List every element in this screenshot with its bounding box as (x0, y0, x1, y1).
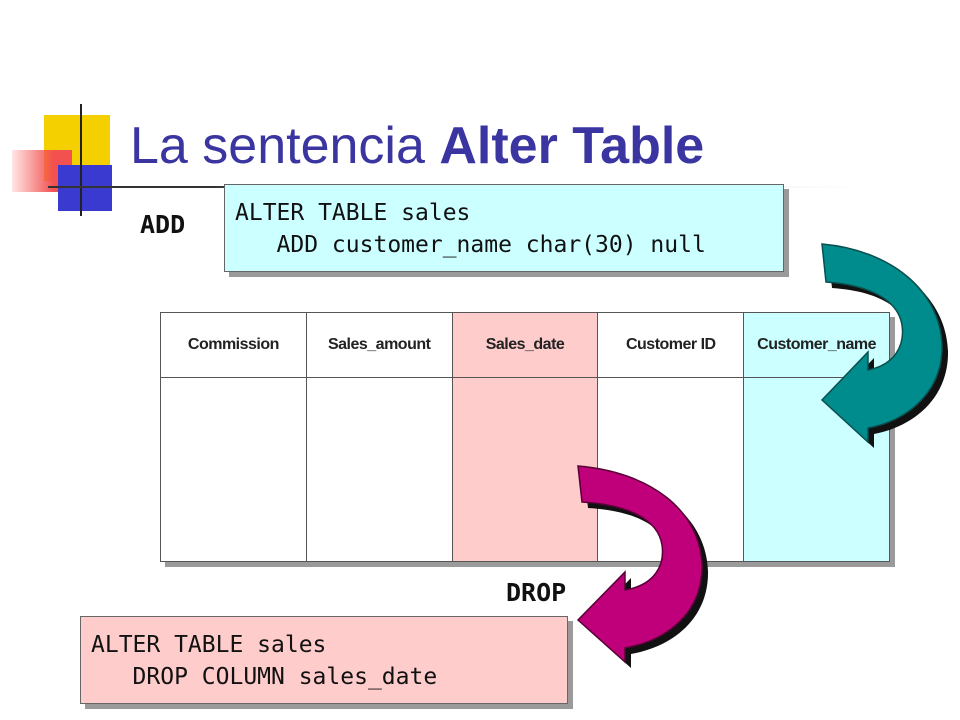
slide-title: La sentencia Alter Table (130, 114, 704, 178)
decorative-vertical-line (80, 104, 82, 216)
title-bold-part: Alter Table (439, 117, 705, 175)
drop-code-line-2: DROP COLUMN sales_date (91, 664, 438, 690)
column-header-sales-amount: Sales_amount (306, 313, 452, 378)
table-column: Customer ID (598, 313, 745, 561)
column-header-customer-id: Customer ID (598, 313, 744, 378)
drop-arrow (576, 465, 703, 664)
sales-table: Commission Sales_amount Sales_date Custo… (160, 312, 890, 562)
add-label: ADD (140, 210, 186, 239)
drop-code-line-1: ALTER TABLE sales (91, 632, 327, 658)
table-column: Commission (161, 313, 307, 561)
add-code-line-2: ADD customer_name char(30) null (235, 232, 706, 258)
table-column: Sales_amount (306, 313, 453, 561)
add-code-line-1: ALTER TABLE sales (235, 200, 471, 226)
drop-code-box: ALTER TABLE sales DROP COLUMN sales_date (80, 616, 568, 704)
add-code-box: ALTER TABLE sales ADD customer_name char… (224, 184, 784, 272)
table-column-dropped: Sales_date (452, 313, 599, 561)
column-body (452, 378, 598, 561)
drop-label: DROP (506, 578, 567, 607)
title-normal-part: La sentencia (130, 117, 440, 175)
decorative-blue-square (58, 165, 112, 211)
add-arrow (820, 243, 943, 444)
column-header-commission: Commission (161, 313, 306, 378)
column-header-sales-date: Sales_date (452, 313, 598, 378)
